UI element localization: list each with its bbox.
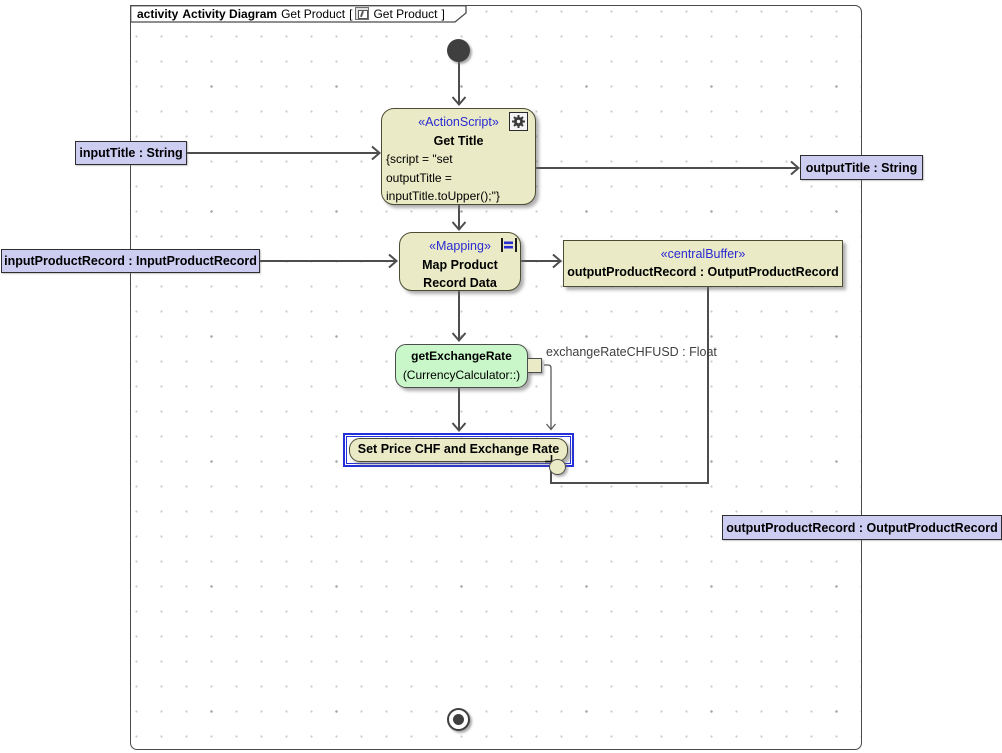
parameter-output-product-record[interactable]: outputProductRecord : OutputProductRecor… — [722, 515, 1002, 540]
parameter-input-title[interactable]: inputTitle : String — [75, 141, 187, 165]
frame-close-bracket: ] — [441, 6, 445, 21]
frame-diagram-kind: Activity Diagram — [182, 6, 278, 21]
parameter-label: outputTitle : String — [805, 160, 918, 175]
get-title-script-line: {script = "set — [386, 152, 453, 166]
get-title-script-line: inputTitle.toUpper();"} — [386, 189, 500, 203]
set-price-name: Set Price CHF and Exchange Rate — [357, 442, 560, 456]
parameter-input-product-record[interactable]: inputProductRecord : InputProductRecord — [1, 249, 260, 273]
action-set-price[interactable]: Set Price CHF and Exchange Rate — [349, 438, 568, 462]
output-pin[interactable] — [527, 358, 542, 373]
parameter-label: inputTitle : String — [79, 146, 183, 160]
frame-diagram-name: Get Product — [281, 6, 346, 21]
frame-context-name: Get Product — [373, 6, 438, 21]
gear-icon — [509, 112, 528, 131]
exchange-rate-pin-label: exchangeRateCHFUSD : Float — [546, 345, 717, 359]
mapping-name-line: Record Data — [423, 276, 497, 290]
central-buffer-name: outputProductRecord : OutputProductRecor… — [567, 265, 839, 279]
activity-diagram-icon — [355, 7, 370, 20]
input-pin[interactable] — [549, 459, 566, 475]
central-buffer-stereotype: «centralBuffer» — [660, 247, 746, 261]
get-exchange-rate-name: getExchangeRate — [411, 349, 512, 363]
get-exchange-rate-qualifier: (CurrencyCalculator::) — [402, 368, 521, 382]
get-title-script-line: outputTitle = — [386, 170, 452, 185]
parameter-label: inputProductRecord : InputProductRecord — [4, 254, 257, 268]
get-title-name: Get Title — [433, 133, 484, 148]
get-title-stereotype: «ActionScript» — [418, 115, 499, 129]
frame-header-tab[interactable]: activity Activity Diagram Get Product [ … — [130, 5, 467, 23]
initial-node[interactable] — [447, 39, 470, 62]
frame-open-bracket: [ — [349, 6, 353, 21]
mapping-name-line: Map Product — [422, 257, 498, 272]
parameter-label: outputProductRecord : OutputProductRecor… — [726, 520, 998, 535]
action-get-exchange-rate[interactable]: getExchangeRate (CurrencyCalculator::) — [395, 344, 528, 388]
frame-keyword: activity — [137, 6, 179, 21]
mapping-equals-icon — [499, 237, 518, 253]
central-buffer-output-product-record[interactable]: «centralBuffer» outputProductRecord : Ou… — [563, 240, 843, 287]
activity-final-node[interactable] — [447, 708, 470, 731]
mapping-stereotype: «Mapping» — [429, 239, 491, 253]
parameter-output-title[interactable]: outputTitle : String — [800, 155, 923, 180]
selection-rectangle — [343, 433, 574, 467]
